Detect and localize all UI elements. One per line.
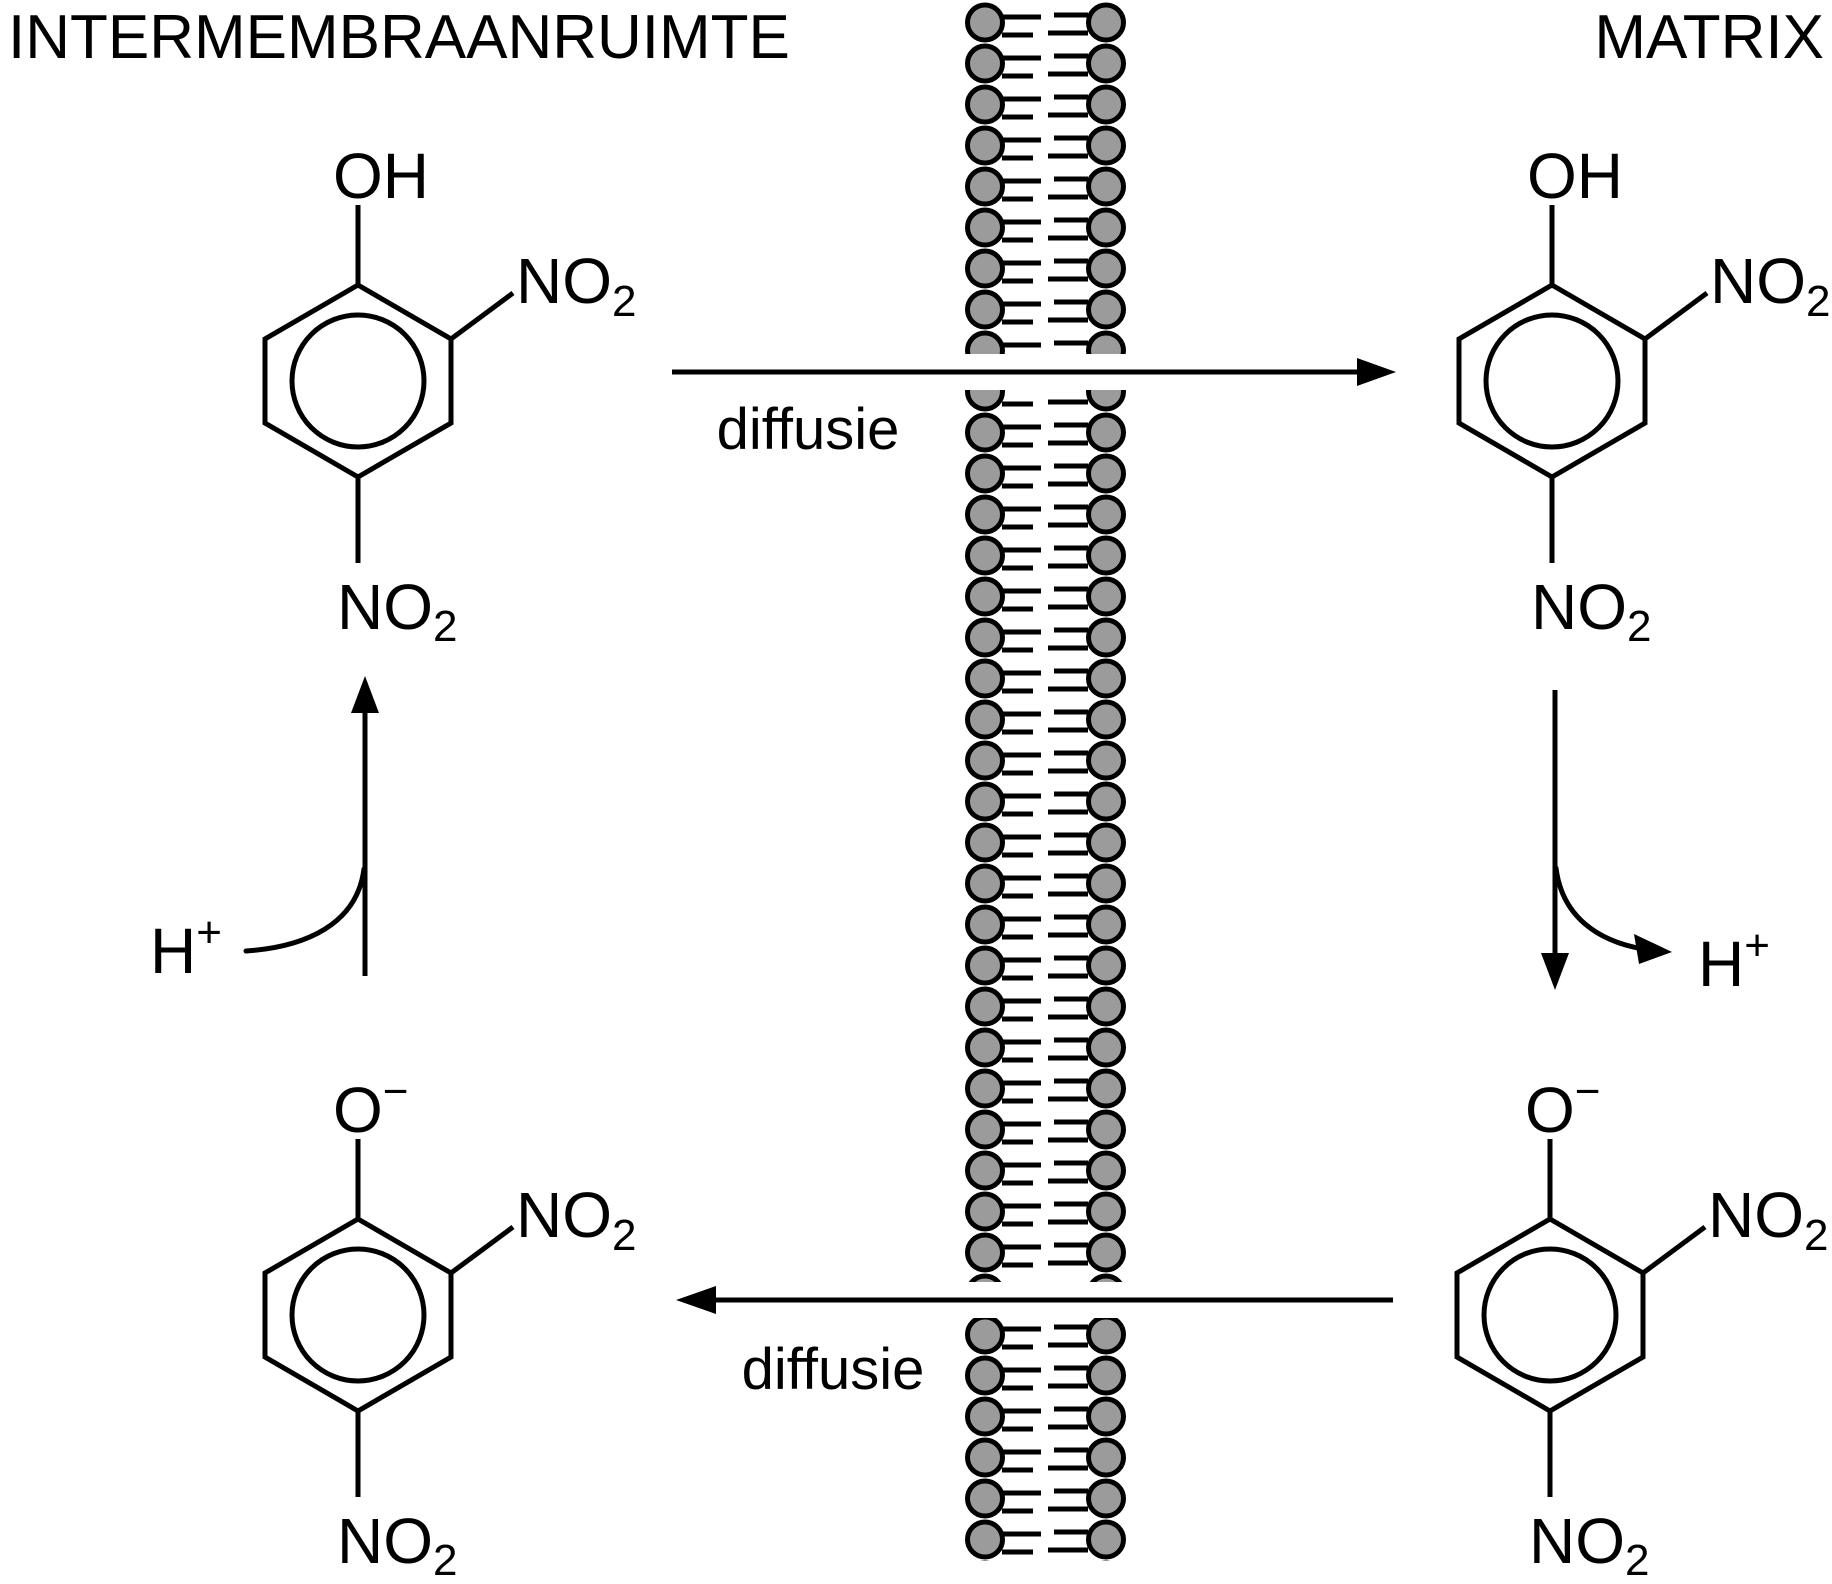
lipid-bilayer-fill [960, 2, 1140, 1561]
molecule-dnp-phenolate-intermembrane: O− NO2 NO2 [265, 1067, 636, 1584]
hydroxyl-label: OH [1527, 140, 1623, 212]
proton-label-right: H+ [1698, 921, 1770, 1000]
deprotonation-arrow-right: H+ [1541, 690, 1770, 1000]
diffusion-label-top: diffusie [717, 397, 900, 462]
hydroxyl-label: OH [333, 140, 429, 212]
compartment-label-intermembrane-space: INTERMEMBRAANRUIMTE [8, 3, 790, 72]
diffusion-label-bottom: diffusie [742, 1337, 925, 1402]
lipid-bilayer-membrane [950, 2, 1150, 1561]
molecule-dnp-phenol-intermembrane: OH NO2 NO2 [265, 140, 636, 651]
arrow-head-up-icon [351, 676, 379, 713]
benzene-ring [265, 205, 513, 563]
nitro-ortho-label: NO2 [516, 1179, 636, 1260]
proton-label-left: H+ [150, 908, 222, 987]
compartment-label-matrix: MATRIX [1594, 3, 1824, 72]
arrow-head-down-icon [1541, 953, 1569, 990]
benzene-ring [1457, 1139, 1705, 1497]
nitro-para-label: NO2 [337, 1505, 457, 1584]
nitro-para-label: NO2 [1531, 571, 1651, 651]
nitro-para-label: NO2 [1529, 1505, 1649, 1584]
diffusion-arrow-bottom: diffusie [676, 1286, 1393, 1402]
proton-uptake-curve [243, 866, 367, 954]
benzene-ring [1459, 205, 1707, 563]
diffusion-arrow-top: diffusie [672, 358, 1396, 462]
nitro-ortho-label: NO2 [1710, 245, 1830, 326]
phenolate-label: O− [1525, 1067, 1600, 1146]
proton-release-curve [1553, 865, 1646, 952]
arrow-head-right-icon [1634, 934, 1672, 964]
nitro-para-label: NO2 [337, 571, 457, 651]
arrow-head-left-icon [676, 1286, 716, 1314]
nitro-ortho-label: NO2 [1708, 1179, 1828, 1260]
protonation-arrow-left: H+ [150, 676, 379, 987]
arrow-head-right-icon [1357, 358, 1396, 386]
molecule-dnp-phenol-matrix: OH NO2 NO2 [1459, 140, 1830, 651]
phenolate-label: O− [333, 1067, 408, 1146]
molecule-dnp-phenolate-matrix: O− NO2 NO2 [1457, 1067, 1828, 1584]
benzene-ring [265, 1139, 513, 1497]
nitro-ortho-label: NO2 [516, 245, 636, 326]
